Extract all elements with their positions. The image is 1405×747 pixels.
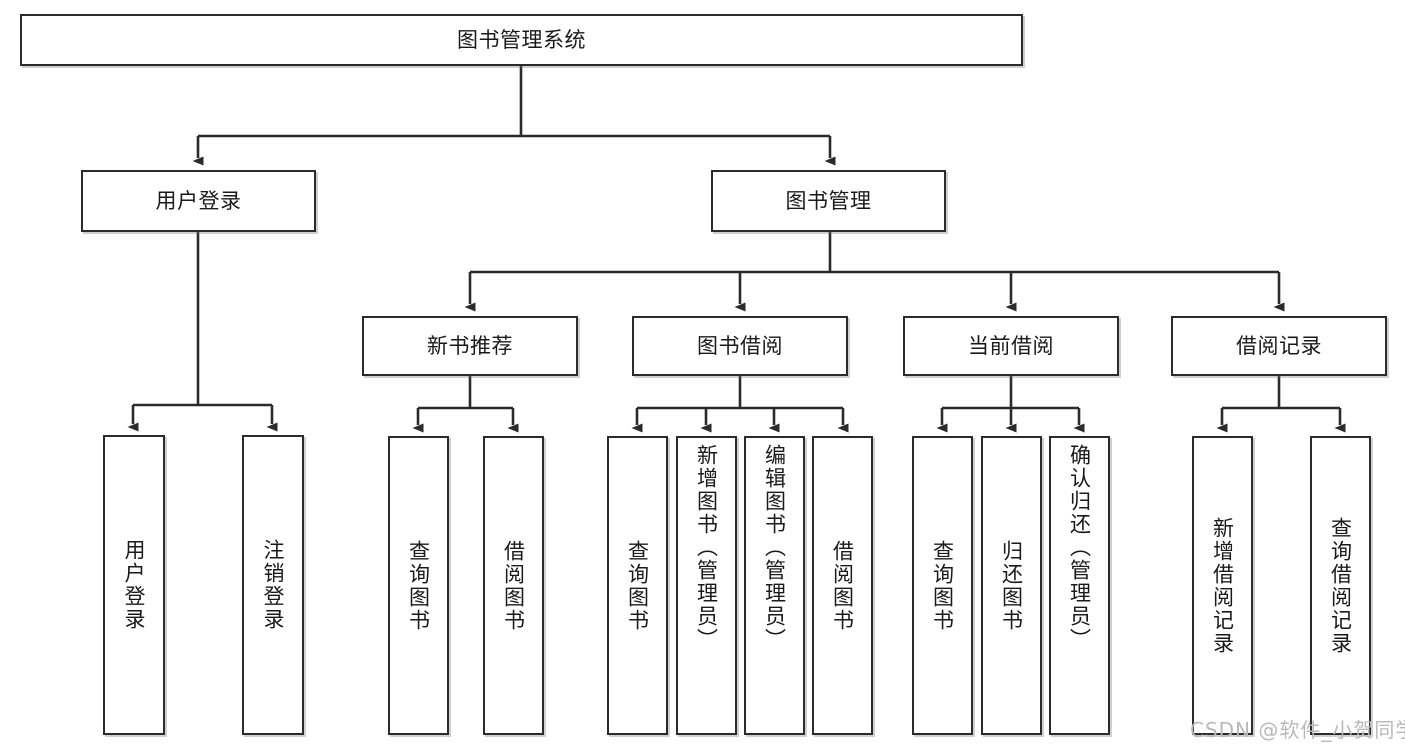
node-book-manage[interactable]: 图书管理 [711,170,946,232]
node-leaf-confirm-return-label: 确认归还（管理员） [1067,444,1092,651]
node-borrow-record[interactable]: 借阅记录 [1171,316,1387,376]
node-book-manage-label: 图书管理 [785,188,872,213]
node-user-login-label: 用户登录 [155,188,242,213]
node-user-login[interactable]: 用户登录 [81,170,316,232]
node-leaf-user-logout[interactable]: 注销登录 [242,435,304,735]
node-new-book-rec[interactable]: 新书推荐 [362,316,578,376]
node-leaf-return-book[interactable]: 归还图书 [981,436,1042,735]
node-current-borrow[interactable]: 当前借阅 [903,316,1119,376]
node-leaf-add-book[interactable]: 新增图书（管理员） [676,436,737,735]
csdn-watermark: CSDN @软件_小贺同学 [1190,718,1405,742]
node-leaf-query-book-3[interactable]: 查询图书 [912,436,973,735]
node-leaf-query-book-2[interactable]: 查询图书 [607,436,668,735]
node-leaf-add-book-label: 新增图书（管理员） [694,444,719,651]
node-leaf-add-record[interactable]: 新增借阅记录 [1192,436,1253,735]
node-new-book-rec-label: 新书推荐 [427,333,513,358]
node-leaf-user-login[interactable]: 用户登录 [103,435,165,735]
node-leaf-query-book-1[interactable]: 查询图书 [388,436,449,735]
node-leaf-borrow-book-2-label: 借阅图书 [830,539,855,632]
node-leaf-confirm-return[interactable]: 确认归还（管理员） [1049,436,1110,735]
node-leaf-user-logout-label: 注销登录 [261,539,286,631]
node-leaf-query-book-3-label: 查询图书 [930,539,955,632]
node-root-label: 图书管理系统 [457,27,586,52]
node-leaf-add-record-label: 新增借阅记录 [1210,516,1235,655]
node-current-borrow-label: 当前借阅 [968,333,1054,358]
node-leaf-edit-book[interactable]: 编辑图书（管理员） [744,436,805,735]
node-book-borrow-label: 图书借阅 [697,333,783,358]
node-root[interactable]: 图书管理系统 [20,14,1023,66]
node-leaf-borrow-book-1-label: 借阅图书 [501,539,526,632]
node-leaf-query-record-label: 查询借阅记录 [1328,516,1353,655]
node-book-borrow[interactable]: 图书借阅 [632,316,848,376]
node-borrow-record-label: 借阅记录 [1236,333,1322,358]
node-leaf-borrow-book-1[interactable]: 借阅图书 [483,436,544,735]
node-leaf-query-book-2-label: 查询图书 [625,539,650,632]
node-leaf-edit-book-label: 编辑图书（管理员） [762,444,787,651]
node-leaf-borrow-book-2[interactable]: 借阅图书 [812,436,873,735]
node-leaf-query-record[interactable]: 查询借阅记录 [1310,436,1371,735]
node-leaf-user-login-label: 用户登录 [122,539,147,631]
node-leaf-query-book-1-label: 查询图书 [406,539,431,632]
node-leaf-return-book-label: 归还图书 [999,539,1024,632]
